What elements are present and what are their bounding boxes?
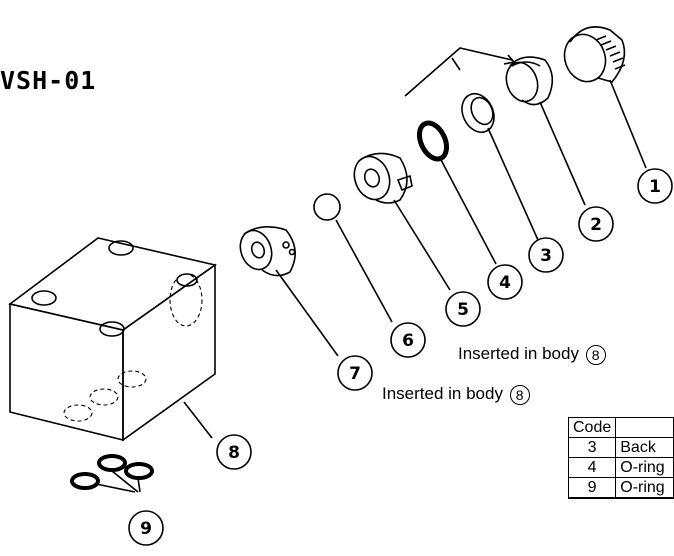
- part-2-stepped-plug: [505, 56, 586, 206]
- callout-label-4: 4: [499, 273, 511, 293]
- table-cell-name: O-ring: [615, 477, 674, 499]
- table-cell-name: O-ring: [615, 457, 674, 478]
- table-cell-code: 4: [568, 457, 617, 478]
- callout-label-8: 8: [228, 443, 240, 463]
- table-row: 3 Back: [568, 437, 674, 458]
- callout-circle-3: [528, 237, 564, 273]
- callout-label-2: 2: [590, 215, 602, 235]
- note-inserted-in-body-a: Inserted in body 8: [458, 344, 606, 365]
- part-8-body: [8, 237, 217, 442]
- table-cell-name: Back: [615, 437, 674, 458]
- note-inserted-in-body-b: Inserted in body 8: [382, 384, 530, 405]
- callout-label-7: 7: [349, 364, 361, 384]
- callout-circle-7: [337, 355, 373, 391]
- note-text-b: Inserted in body: [382, 384, 503, 403]
- model-label: VSH-01: [0, 66, 97, 95]
- parts-table: Code 3 Back 4 O-ring 9 O-ring: [568, 417, 674, 499]
- table-cell-code: 9: [568, 477, 617, 499]
- callout-label-6: 6: [402, 331, 414, 351]
- callout-circle-1: [637, 168, 673, 204]
- callout-label-1: 1: [649, 177, 661, 197]
- callout-circle-2: [578, 206, 614, 242]
- part-4-o-ring: [416, 120, 497, 265]
- callout-circle-8: [216, 434, 252, 470]
- note-body-ref-a: 8: [585, 344, 606, 365]
- note-text-a: Inserted in body: [458, 344, 579, 363]
- table-row: 9 O-ring: [568, 477, 674, 499]
- callout-label-9: 9: [140, 519, 152, 539]
- note-body-ref-b: 8: [509, 384, 530, 405]
- callout-circle-9: [128, 510, 164, 546]
- callout-circles: [128, 168, 673, 546]
- part-7-seat: [239, 226, 339, 357]
- parts-bracket: [404, 47, 516, 97]
- part-5-spool: [353, 152, 451, 291]
- part-9-o-rings: [70, 454, 154, 493]
- table-header-row: Code: [568, 417, 674, 438]
- table-row: 4 O-ring: [568, 457, 674, 478]
- table-header-name: [615, 417, 674, 438]
- callout-label-3: 3: [540, 246, 552, 266]
- part-1-threaded-plug: [563, 26, 647, 169]
- callout-circle-6: [390, 322, 426, 358]
- part-6-ball: [313, 193, 393, 323]
- part-3-backup-ring: [461, 92, 539, 241]
- callout-circle-4: [487, 264, 523, 300]
- table-cell-code: 3: [568, 437, 617, 458]
- callout-label-5: 5: [457, 300, 469, 320]
- callout-circle-5: [445, 291, 481, 327]
- table-header-code: Code: [568, 417, 617, 438]
